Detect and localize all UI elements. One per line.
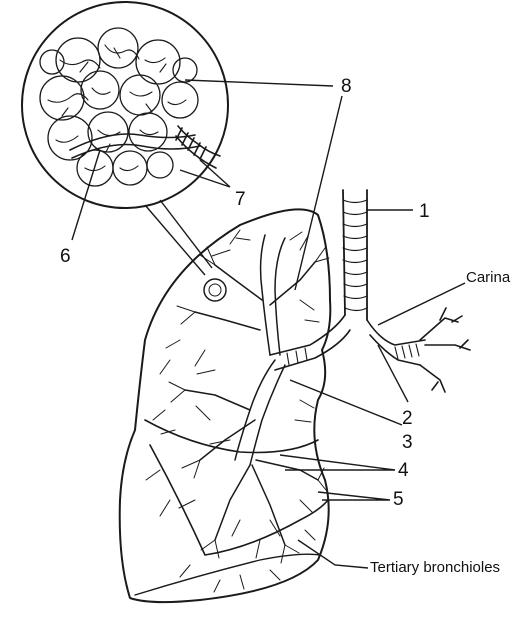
label-4: 4 bbox=[398, 460, 409, 481]
lung-outline bbox=[120, 209, 331, 602]
oblique-fissure bbox=[150, 445, 328, 555]
bronchial-tree bbox=[185, 235, 318, 545]
label-2: 2 bbox=[402, 408, 413, 429]
trachea bbox=[343, 190, 367, 320]
alveoli-magnified-view bbox=[22, 2, 228, 208]
label-leaders bbox=[72, 80, 465, 568]
label-8: 8 bbox=[341, 76, 352, 97]
alveolar-duct bbox=[70, 126, 220, 168]
leader-7 bbox=[180, 160, 230, 187]
right-lung bbox=[120, 209, 331, 602]
label-7: 7 bbox=[235, 189, 246, 210]
alveolus-location-marker bbox=[204, 279, 226, 301]
leader-4 bbox=[280, 455, 395, 470]
label-3: 3 bbox=[402, 432, 413, 453]
main-bronchi bbox=[270, 308, 470, 392]
label-tertiary-bronchioles: Tertiary bronchioles bbox=[370, 559, 500, 576]
alveolar-capillaries bbox=[48, 45, 186, 171]
leader-8a bbox=[185, 80, 333, 86]
leader-3 bbox=[290, 380, 402, 425]
magnification-connector bbox=[145, 200, 212, 275]
alveolar-sacs bbox=[40, 28, 198, 186]
lower-lobe-edge bbox=[135, 554, 320, 595]
label-carina: Carina bbox=[466, 269, 511, 286]
label-1: 1 bbox=[419, 201, 430, 222]
label-5: 5 bbox=[393, 489, 404, 510]
leader-carina bbox=[378, 283, 465, 325]
label-6: 6 bbox=[60, 246, 71, 267]
